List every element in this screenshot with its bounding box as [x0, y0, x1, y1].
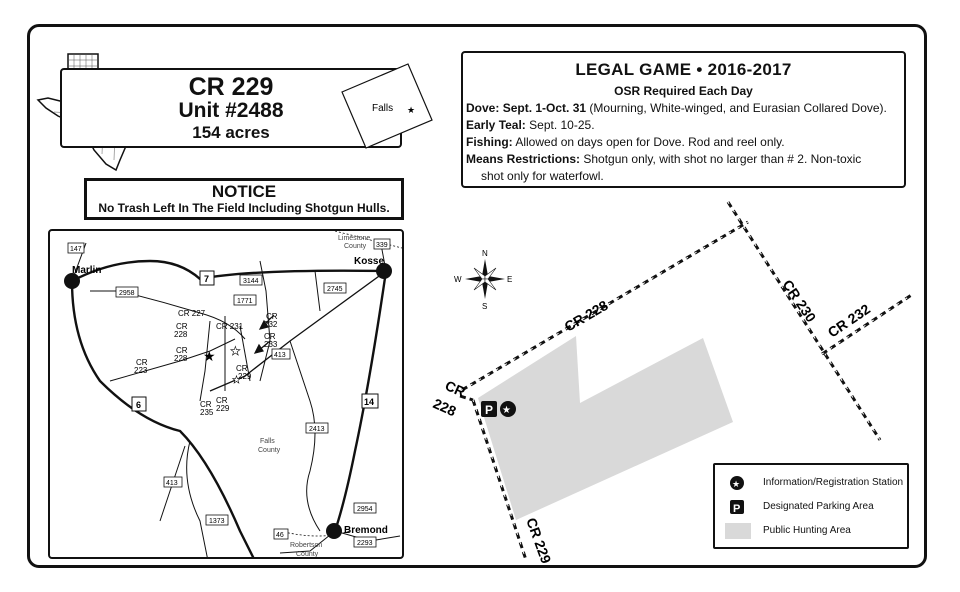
svg-text:County: County: [344, 243, 367, 250]
compass-e: E: [507, 275, 512, 284]
svg-text:CR: CR: [136, 358, 148, 367]
compass-w: W: [454, 275, 462, 284]
svg-text:CR: CR: [264, 332, 276, 341]
road-cr228-west: CR: [443, 377, 468, 400]
road-cr230: CR 230: [780, 277, 820, 325]
site-map: CR 228 CR 230 CR 232 CR 228 CR 229 P ★: [431, 201, 914, 566]
svg-text:2954: 2954: [357, 506, 373, 513]
svg-text:3144: 3144: [243, 278, 259, 285]
fishing-row: Fishing: Allowed on days open for Dove. …: [466, 135, 785, 149]
svg-text:Limestone: Limestone: [338, 235, 370, 242]
svg-text:★: ★: [230, 344, 241, 358]
svg-text:CR: CR: [236, 364, 248, 373]
parking-icon: [481, 401, 497, 417]
svg-text:CR 227: CR 227: [178, 309, 206, 318]
map-frame: [27, 24, 927, 568]
svg-text:233: 233: [264, 340, 278, 349]
svg-text:339: 339: [376, 242, 388, 249]
svg-text:228: 228: [174, 330, 188, 339]
location-map: Marlin Kosse Bremond Limestone County Fa…: [48, 229, 404, 559]
svg-text:229: 229: [238, 372, 252, 381]
hwy-7: 7: [204, 274, 209, 284]
notice-title: NOTICE: [211, 182, 277, 201]
svg-text:232: 232: [264, 320, 278, 329]
unit-star-icon: ★: [203, 348, 216, 364]
parking-icon: P: [730, 500, 744, 515]
notice-box: NOTICE No Trash Left In The Field Includ…: [84, 178, 404, 220]
svg-text:46: 46: [276, 532, 284, 539]
falls-county-inset: Falls ★: [341, 63, 433, 149]
means-row-cont: shot only for waterfowl.: [481, 169, 604, 183]
svg-text:228: 228: [174, 354, 188, 363]
road-cr228: CR 228: [562, 297, 611, 335]
svg-text:223: 223: [134, 366, 148, 375]
teal-row: Early Teal: Sept. 10-25.: [466, 118, 595, 132]
svg-text:County: County: [296, 551, 319, 558]
svg-text:Robertson: Robertson: [290, 542, 322, 549]
svg-text:Falls: Falls: [260, 438, 275, 445]
svg-text:1771: 1771: [237, 298, 253, 305]
acreage: 154 acres: [192, 123, 270, 142]
town-kosse: Kosse: [354, 256, 384, 267]
hunting-area-swatch: [725, 523, 751, 539]
hwy-6: 6: [136, 400, 141, 410]
svg-text:CR 231: CR 231: [216, 322, 244, 331]
svg-text:County: County: [258, 447, 281, 454]
legal-subtitle: OSR Required Each Day: [614, 84, 753, 98]
info-station-icon: [500, 401, 516, 417]
unit-number: Unit #2488: [178, 99, 284, 122]
svg-text:1373: 1373: [209, 518, 225, 525]
legal-game-box: LEGAL GAME • 2016-2017 OSR Required Each…: [461, 51, 906, 188]
road-title: CR 229: [188, 73, 274, 101]
legend: ★ Information/Registration Station P Des…: [713, 463, 909, 549]
compass-s: S: [482, 302, 487, 311]
svg-text:147: 147: [70, 246, 82, 253]
svg-text:CR: CR: [176, 322, 188, 331]
legal-title: LEGAL GAME • 2016-2017: [575, 60, 792, 79]
compass-rose-icon: N S E W: [454, 249, 512, 311]
town-marlin: Marlin: [72, 265, 101, 276]
svg-text:★: ★: [732, 479, 740, 489]
svg-text:P: P: [485, 403, 493, 417]
svg-text:CR: CR: [200, 400, 212, 409]
road-cr229: CR 229: [523, 516, 554, 566]
svg-text:CR: CR: [176, 346, 188, 355]
svg-text:413: 413: [274, 352, 286, 359]
hwy-14: 14: [364, 397, 374, 407]
compass-n: N: [482, 249, 488, 258]
svg-text:235: 235: [200, 408, 214, 417]
svg-text:2413: 2413: [309, 426, 325, 433]
svg-text:413: 413: [166, 480, 178, 487]
svg-text:★: ★: [232, 375, 241, 386]
svg-text:P: P: [733, 503, 740, 515]
svg-text:2958: 2958: [119, 290, 135, 297]
county-inset-label: Falls: [372, 103, 393, 114]
svg-text:228: 228: [431, 395, 459, 419]
svg-text:229: 229: [216, 404, 230, 413]
svg-text:CR: CR: [216, 396, 228, 405]
means-row: Means Restrictions: Shotgun only, with s…: [466, 152, 862, 166]
svg-text:★: ★: [502, 405, 511, 416]
svg-text:2293: 2293: [357, 540, 373, 547]
info-station-icon: ★: [730, 476, 744, 490]
star-icon: ★: [407, 105, 415, 115]
notice-text: No Trash Left In The Field Including Sho…: [98, 201, 390, 215]
dove-row: Dove: Sept. 1-Oct. 31 (Mourning, White-w…: [466, 101, 887, 115]
svg-text:2745: 2745: [327, 286, 343, 293]
town-bremond: Bremond: [344, 525, 388, 536]
